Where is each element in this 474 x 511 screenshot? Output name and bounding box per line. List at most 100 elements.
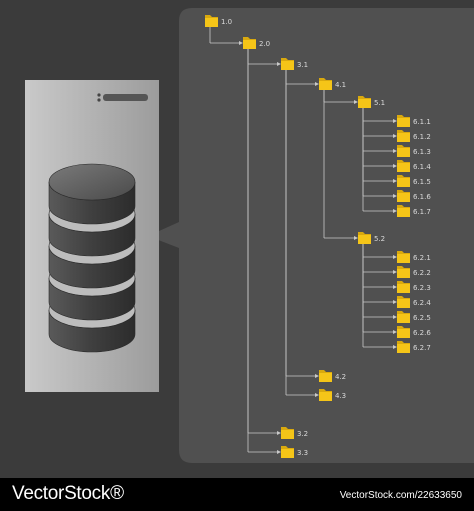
folder-label: 6.1.2: [413, 133, 431, 141]
folder-node-6-1-4[interactable]: 6.1.4: [397, 160, 431, 172]
tree-arrowhead: [393, 270, 397, 274]
folder-label: 1.0: [221, 18, 232, 26]
watermark-url: VectorStock.com/22633650: [339, 490, 462, 501]
folder-icon: [358, 99, 371, 108]
folder-label: 4.3: [335, 392, 346, 400]
folder-icon: [397, 329, 410, 338]
tree-arrowhead: [277, 62, 281, 66]
tree-arrowhead: [393, 330, 397, 334]
folder-label: 6.2.7: [413, 344, 431, 352]
folder-icon: [397, 133, 410, 142]
tree-arrowhead: [393, 315, 397, 319]
folder-node-2-0[interactable]: 2.0: [243, 37, 270, 49]
folder-label: 6.1.1: [413, 118, 431, 126]
folder-label: 6.2.5: [413, 314, 431, 322]
folder-label: 6.2.4: [413, 299, 431, 307]
tree-arrowhead: [393, 134, 397, 138]
folder-label: 6.1.4: [413, 163, 431, 171]
folder-icon: [319, 373, 332, 382]
folder-label: 3.1: [297, 61, 308, 69]
folder-node-3-1[interactable]: 3.1: [281, 58, 308, 70]
tree-arrowhead: [315, 374, 319, 378]
server-led-top: [97, 93, 101, 97]
folder-node-4-1[interactable]: 4.1: [319, 78, 346, 90]
folder-label: 6.1.7: [413, 208, 431, 216]
folder-node-6-1-7[interactable]: 6.1.7: [397, 205, 431, 217]
tree-arrowhead: [315, 393, 319, 397]
folder-icon: [397, 163, 410, 172]
tree-arrowhead: [277, 431, 281, 435]
tree-arrowhead: [393, 300, 397, 304]
tree-arrowhead: [393, 209, 397, 213]
disk-top: [48, 163, 136, 201]
folder-label: 6.1.6: [413, 193, 431, 201]
folder-icon: [358, 235, 371, 244]
folder-node-6-2-6[interactable]: 6.2.6: [397, 326, 431, 338]
folder-label: 6.2.1: [413, 254, 431, 262]
database-disk-stack: [48, 163, 136, 353]
folder-icon: [281, 449, 294, 458]
folder-icon: [397, 299, 410, 308]
folder-label: 6.1.3: [413, 148, 431, 156]
folder-icon: [397, 193, 410, 202]
server-drive-slot: [103, 94, 148, 101]
folder-label: 6.2.3: [413, 284, 431, 292]
folder-node-6-2-3[interactable]: 6.2.3: [397, 281, 431, 293]
tree-arrowhead: [393, 194, 397, 198]
folder-icon: [281, 61, 294, 70]
folder-node-1-0[interactable]: 1.0: [205, 15, 232, 27]
folder-node-3-2[interactable]: 3.2: [281, 427, 308, 439]
folder-label: 5.1: [374, 99, 385, 107]
folder-icon: [397, 314, 410, 323]
folder-node-6-2-7[interactable]: 6.2.7: [397, 341, 431, 353]
tree-arrowhead: [239, 41, 243, 45]
folder-node-6-1-2[interactable]: 6.1.2: [397, 130, 431, 142]
watermark-brand: VectorStock®: [12, 483, 124, 504]
tree-arrowhead: [315, 82, 319, 86]
folder-label: 6.2.6: [413, 329, 431, 337]
folder-label: 2.0: [259, 40, 270, 48]
folder-node-5-1[interactable]: 5.1: [358, 96, 385, 108]
folder-node-4-2[interactable]: 4.2: [319, 370, 346, 382]
tree-panel: [148, 8, 474, 463]
folder-icon: [397, 148, 410, 157]
tree-arrowhead: [393, 149, 397, 153]
tree-arrowhead: [354, 236, 358, 240]
folder-node-5-2[interactable]: 5.2: [358, 232, 385, 244]
folder-icon: [205, 18, 218, 27]
folder-node-3-3[interactable]: 3.3: [281, 446, 308, 458]
folder-node-6-1-5[interactable]: 6.1.5: [397, 175, 431, 187]
server-illustration: [25, 80, 159, 392]
folder-label: 3.2: [297, 430, 308, 438]
folder-node-6-1-6[interactable]: 6.1.6: [397, 190, 431, 202]
tree-arrowhead: [393, 345, 397, 349]
tree-arrowhead: [393, 285, 397, 289]
folder-icon: [397, 178, 410, 187]
folder-label: 4.1: [335, 81, 346, 89]
folder-icon: [243, 40, 256, 49]
tree-arrowhead: [393, 119, 397, 123]
folder-label: 4.2: [335, 373, 346, 381]
folder-node-6-2-4[interactable]: 6.2.4: [397, 296, 431, 308]
folder-label: 6.1.5: [413, 178, 431, 186]
folder-icon: [397, 254, 410, 263]
folder-icon: [397, 118, 410, 127]
folder-icon: [397, 269, 410, 278]
folder-icon: [319, 81, 332, 90]
tree-arrowhead: [393, 164, 397, 168]
folder-node-6-2-1[interactable]: 6.2.1: [397, 251, 431, 263]
folder-icon: [397, 208, 410, 217]
folder-icon: [397, 284, 410, 293]
folder-node-6-1-3[interactable]: 6.1.3: [397, 145, 431, 157]
folder-icon: [319, 392, 332, 401]
folder-label: 3.3: [297, 449, 308, 457]
folder-node-6-2-2[interactable]: 6.2.2: [397, 266, 431, 278]
folder-label: 5.2: [374, 235, 385, 243]
tree-arrowhead: [393, 179, 397, 183]
folder-node-6-1-1[interactable]: 6.1.1: [397, 115, 431, 127]
folder-node-4-3[interactable]: 4.3: [319, 389, 346, 401]
folder-icon: [397, 344, 410, 353]
folder-node-6-2-5[interactable]: 6.2.5: [397, 311, 431, 323]
folder-tree: 1.0 2.0 3.1 4.1 5.1 6.1.1 6.1.2 6.1.3 6.1.4 6.1.5…: [205, 15, 431, 458]
